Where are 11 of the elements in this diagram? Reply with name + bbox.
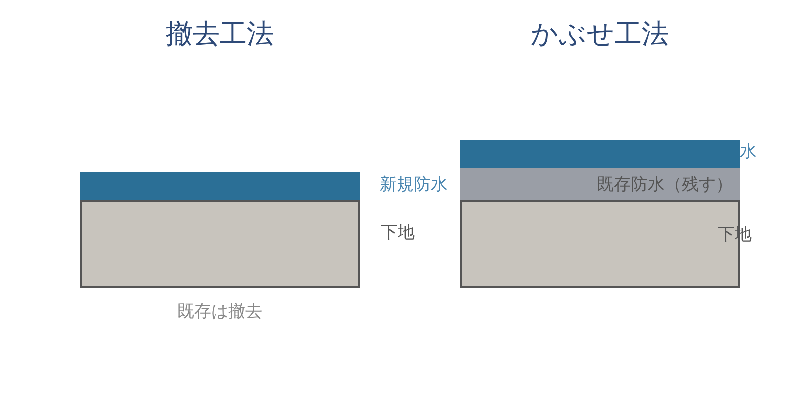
section-heading: かぶせ工法 xyxy=(531,18,669,52)
layer-label: 水 xyxy=(740,141,757,163)
existing-waterproof-layer xyxy=(460,168,740,200)
layer-label: 既存防水（残す） xyxy=(597,174,733,196)
new-waterproof-layer xyxy=(80,172,360,200)
caption: 既存は撤去 xyxy=(178,301,262,323)
substrate-block xyxy=(80,200,360,288)
layer-label: 新規防水 xyxy=(380,174,448,196)
layer-label: 下地 xyxy=(381,222,415,244)
new-waterproof-layer xyxy=(460,140,740,168)
section-heading: 撤去工法 xyxy=(166,18,274,52)
